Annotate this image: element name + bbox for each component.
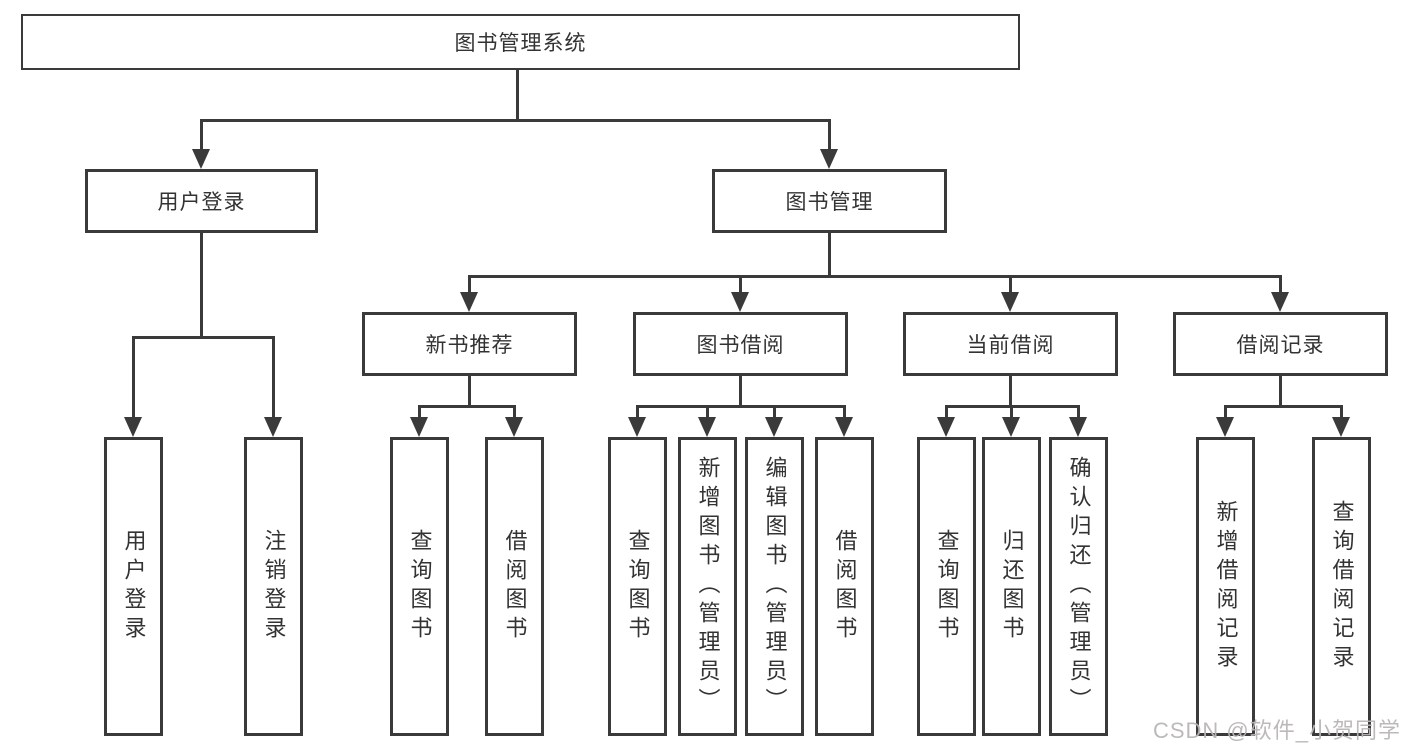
connector-line xyxy=(739,376,742,405)
node-label: 查询图书 xyxy=(407,528,433,645)
node-label: 归还图书 xyxy=(999,528,1025,645)
connector-line xyxy=(1279,376,1282,405)
arrow-down-icon xyxy=(505,417,523,437)
node-label: 当前借阅 xyxy=(966,334,1055,357)
node-label: 查询图书 xyxy=(625,528,651,645)
node-leaf-borrow-add-admin: 新增图书（管理员） xyxy=(678,437,737,736)
node-current-borrow: 当前借阅 xyxy=(903,312,1118,376)
node-label: 确认归还（管理员） xyxy=(1066,456,1092,717)
arrow-down-icon xyxy=(460,292,478,312)
node-label: 用户登录 xyxy=(121,528,147,645)
connector-line xyxy=(773,405,776,419)
arrow-down-icon xyxy=(124,417,142,437)
node-new-book-recommend: 新书推荐 xyxy=(362,312,577,376)
watermark: CSDN @软件_小贺同学 xyxy=(1152,718,1401,743)
node-leaf-current-confirm-admin: 确认归还（管理员） xyxy=(1049,437,1108,736)
arrow-down-icon xyxy=(192,149,210,169)
connector-line xyxy=(706,405,709,419)
node-leaf-record-add: 新增借阅记录 xyxy=(1196,437,1255,736)
node-leaf-record-query: 查询借阅记录 xyxy=(1312,437,1371,736)
arrow-down-icon xyxy=(264,417,282,437)
node-label: 新增借阅记录 xyxy=(1213,499,1239,674)
arrow-down-icon xyxy=(820,149,838,169)
connector-line xyxy=(516,70,519,119)
connector-line xyxy=(1340,405,1343,419)
connector-line xyxy=(132,336,275,339)
node-label: 新增图书（管理员） xyxy=(695,456,721,717)
connector-line xyxy=(843,405,846,419)
connector-line xyxy=(636,405,846,408)
arrow-down-icon xyxy=(1271,292,1289,312)
node-user-login-group: 用户登录 xyxy=(85,169,318,233)
arrow-down-icon xyxy=(1332,417,1350,437)
connector-line xyxy=(200,119,203,152)
connector-line xyxy=(1009,275,1012,294)
connector-line xyxy=(1009,376,1012,405)
connector-line xyxy=(200,233,203,336)
arrow-down-icon xyxy=(731,292,749,312)
node-leaf-newbook-query: 查询图书 xyxy=(390,437,449,736)
connector-line xyxy=(132,336,135,419)
arrow-down-icon xyxy=(1002,417,1020,437)
arrow-down-icon xyxy=(410,417,428,437)
arrow-down-icon xyxy=(765,417,783,437)
connector-line xyxy=(418,405,421,419)
node-leaf-borrow-edit-admin: 编辑图书（管理员） xyxy=(745,437,804,736)
connector-line xyxy=(200,119,831,122)
connector-line xyxy=(828,119,831,152)
node-borrow-record: 借阅记录 xyxy=(1173,312,1388,376)
arrow-down-icon xyxy=(1069,417,1087,437)
connector-line xyxy=(418,405,516,408)
node-book-management-group: 图书管理 xyxy=(712,169,947,233)
node-leaf-borrow-borrow: 借阅图书 xyxy=(815,437,874,736)
connector-line xyxy=(468,376,471,405)
connector-line xyxy=(469,275,1282,278)
node-leaf-borrow-query: 查询图书 xyxy=(608,437,667,736)
connector-line xyxy=(945,405,948,419)
arrow-down-icon xyxy=(698,417,716,437)
connector-line xyxy=(1224,405,1343,408)
node-label: 图书管理 xyxy=(785,191,874,214)
arrow-down-icon xyxy=(1216,417,1234,437)
node-label: 借阅记录 xyxy=(1236,334,1325,357)
connector-line xyxy=(468,275,471,294)
arrow-down-icon xyxy=(1001,292,1019,312)
connector-line xyxy=(1077,405,1080,419)
arrow-down-icon xyxy=(937,417,955,437)
node-leaf-current-query: 查询图书 xyxy=(917,437,976,736)
node-label: 查询借阅记录 xyxy=(1329,499,1355,674)
node-label: 查询图书 xyxy=(934,528,960,645)
node-leaf-logout: 注销登录 xyxy=(244,437,303,736)
connector-line xyxy=(739,275,742,294)
connector-line xyxy=(1010,405,1013,419)
arrow-down-icon xyxy=(835,417,853,437)
node-label: 借阅图书 xyxy=(832,528,858,645)
node-label: 图书借阅 xyxy=(696,334,785,357)
connector-line xyxy=(1279,275,1282,294)
node-label: 编辑图书（管理员） xyxy=(762,456,788,717)
arrow-down-icon xyxy=(628,417,646,437)
node-label: 新书推荐 xyxy=(425,334,514,357)
connector-line xyxy=(636,405,639,419)
node-label: 借阅图书 xyxy=(502,528,528,645)
node-label: 注销登录 xyxy=(261,528,287,645)
connector-line xyxy=(1224,405,1227,419)
connector-line xyxy=(513,405,516,419)
node-label: 用户登录 xyxy=(157,191,246,214)
connector-line xyxy=(828,233,831,275)
node-leaf-user-login: 用户登录 xyxy=(104,437,163,736)
connector-line xyxy=(272,336,275,419)
node-root-label: 图书管理系统 xyxy=(454,32,587,55)
node-leaf-newbook-borrow: 借阅图书 xyxy=(485,437,544,736)
node-leaf-current-return: 归还图书 xyxy=(982,437,1041,736)
node-root: 图书管理系统 xyxy=(21,14,1020,70)
node-book-borrow: 图书借阅 xyxy=(633,312,848,376)
